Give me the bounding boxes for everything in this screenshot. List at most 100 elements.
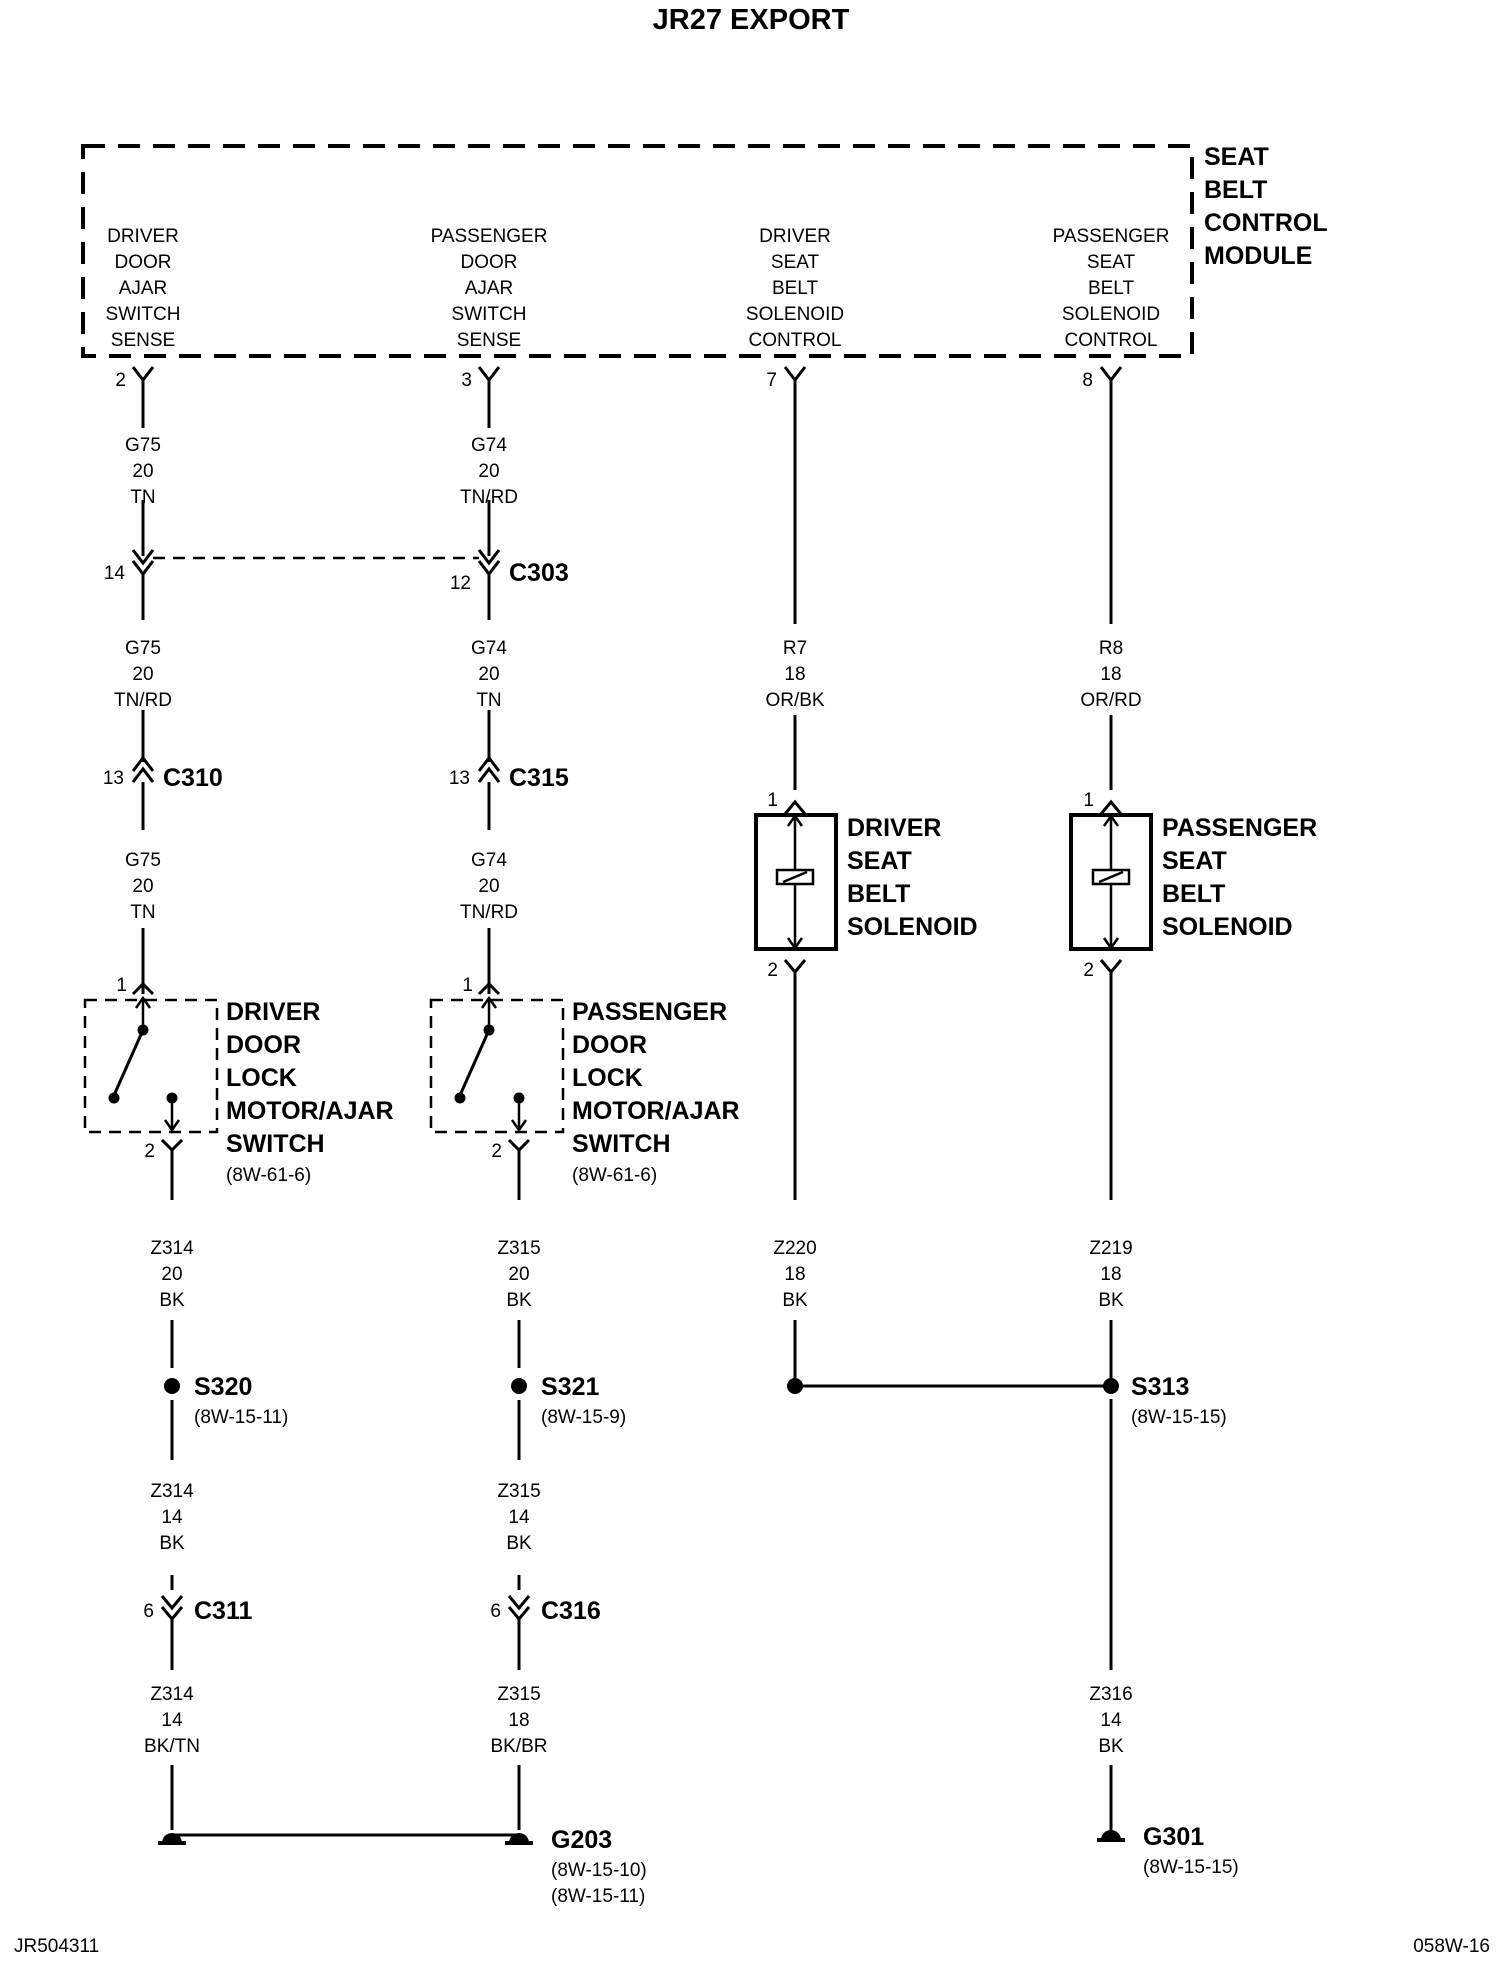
module-pin-8: 8 bbox=[1082, 366, 1123, 391]
pin-label-line: AJAR bbox=[119, 278, 168, 299]
wire-code: R7 bbox=[783, 638, 807, 659]
wire-code: Z219 bbox=[1089, 1238, 1132, 1259]
wire-label-r8: R8 18 OR/RD bbox=[1080, 638, 1141, 711]
ground-label: G203 bbox=[551, 1826, 612, 1854]
switch-pin: 2 bbox=[144, 1141, 155, 1162]
wire-gauge: 18 bbox=[508, 1710, 529, 1731]
wire-label-z315-a: Z315 20 BK bbox=[497, 1238, 540, 1311]
wire-label-g75-top: G75 20 TN bbox=[125, 435, 161, 508]
pin-label-line: DOOR bbox=[461, 252, 518, 273]
pin-label-line: DRIVER bbox=[759, 226, 831, 247]
pin-label-line: SWITCH bbox=[106, 304, 181, 325]
wire-label-r7: R7 18 OR/BK bbox=[765, 638, 824, 711]
switch-name-line: LOCK bbox=[572, 1064, 643, 1092]
connector-pin: 13 bbox=[449, 768, 470, 789]
solenoid-pin: 1 bbox=[767, 790, 778, 811]
wire-color: BK bbox=[1098, 1290, 1124, 1311]
solenoid-name-line: SEAT bbox=[1162, 847, 1227, 875]
wire-color: BK bbox=[1098, 1736, 1124, 1757]
wire-code: Z314 bbox=[150, 1684, 194, 1705]
wire-lines bbox=[141, 380, 1113, 1837]
switch-pin: 2 bbox=[491, 1141, 502, 1162]
driver-door-lock-motor-ajar-switch: 1 2 DRIVER DOOR LOCK MOTOR/AJAR SWITCH (… bbox=[83, 928, 394, 1186]
wire-color: BK bbox=[159, 1533, 185, 1554]
connector-pin: 13 bbox=[103, 768, 124, 789]
passenger-door-lock-motor-ajar-switch: 1 2 PASSENGER DOOR LOCK MOTOR/AJAR SWITC… bbox=[429, 928, 740, 1186]
ground-ref: (8W-15-11) bbox=[551, 1886, 645, 1907]
switch-ref: (8W-61-6) bbox=[572, 1165, 657, 1186]
connector-pin: 6 bbox=[490, 1601, 501, 1622]
solenoid-name-line: PASSENGER bbox=[1162, 814, 1317, 842]
wire-gauge: 20 bbox=[161, 1264, 182, 1285]
wire-color: TN bbox=[476, 690, 501, 711]
connector-c315: 13 C315 bbox=[449, 718, 569, 830]
connector-label: C315 bbox=[509, 764, 569, 792]
wire-gauge: 18 bbox=[784, 664, 805, 685]
switch-pin: 1 bbox=[462, 975, 473, 996]
module-name-line: BELT bbox=[1204, 176, 1267, 204]
wire-gauge: 14 bbox=[161, 1710, 183, 1731]
pin-label-line: SENSE bbox=[457, 330, 521, 351]
module-pin-7: 7 bbox=[766, 366, 807, 391]
wire-gauge: 18 bbox=[1100, 1264, 1121, 1285]
solenoid-pin: 2 bbox=[1083, 960, 1094, 981]
pin-label-line: DRIVER bbox=[107, 226, 179, 247]
ground-g301: G301 (8W-15-15) bbox=[1097, 1823, 1239, 1878]
switch-name-line: PASSENGER bbox=[572, 998, 727, 1026]
pin-label-line: SENSE bbox=[111, 330, 175, 351]
wire-color: OR/BK bbox=[765, 690, 824, 711]
wire-label-z314-a: Z314 20 BK bbox=[150, 1238, 194, 1311]
pin-label-line: PASSENGER bbox=[1053, 226, 1170, 247]
solenoid-name-line: DRIVER bbox=[847, 814, 941, 842]
switch-pin: 1 bbox=[116, 975, 127, 996]
splice-dot bbox=[511, 1378, 527, 1394]
connector-label: C303 bbox=[509, 559, 569, 587]
wire-label-z220: Z220 18 BK bbox=[773, 1238, 816, 1311]
pin-number: 7 bbox=[766, 370, 777, 391]
wire-color: BK bbox=[159, 1290, 185, 1311]
connector-c316: 6 C316 bbox=[490, 1595, 601, 1630]
ground-ref: (8W-15-15) bbox=[1143, 1857, 1239, 1878]
module-name-line: SEAT bbox=[1204, 143, 1269, 171]
pin-number: 3 bbox=[461, 370, 472, 391]
splice-dot bbox=[164, 1378, 180, 1394]
wire-color: BK/BR bbox=[490, 1736, 547, 1757]
switch-name-line: LOCK bbox=[226, 1064, 297, 1092]
switch-outline bbox=[83, 998, 219, 1134]
switch-contact bbox=[108, 1092, 120, 1104]
switch-name-line: DOOR bbox=[226, 1031, 301, 1059]
module-name-line: MODULE bbox=[1204, 242, 1312, 270]
splice-ref: (8W-15-11) bbox=[194, 1407, 288, 1428]
module-pin-label-passenger-door-ajar: PASSENGER DOOR AJAR SWITCH SENSE bbox=[431, 226, 548, 351]
wire-color: TN bbox=[130, 902, 155, 923]
connector-pin: 14 bbox=[104, 563, 126, 584]
wire-gauge: 18 bbox=[784, 1264, 805, 1285]
wire-gauge: 20 bbox=[478, 461, 499, 482]
wire-label-z315-c: Z315 18 BK/BR bbox=[490, 1684, 547, 1757]
solenoid-name-line: BELT bbox=[1162, 880, 1225, 908]
switch-name-line: DOOR bbox=[572, 1031, 647, 1059]
switch-name-line: SWITCH bbox=[572, 1130, 671, 1158]
splice-s320: S320 (8W-15-11) bbox=[164, 1373, 288, 1428]
wire-color: TN/RD bbox=[460, 487, 518, 508]
switch-contact bbox=[454, 1092, 466, 1104]
wire-label-z314-b: Z314 14 BK bbox=[150, 1481, 194, 1554]
solenoid-name-line: SOLENOID bbox=[1162, 913, 1293, 941]
connector-c303: 14 12 C303 bbox=[104, 549, 569, 620]
page-reference: 058W-16 bbox=[1413, 1936, 1490, 1957]
switch-name-line: DRIVER bbox=[226, 998, 320, 1026]
ground-icon bbox=[509, 1833, 529, 1843]
module-pin-label-passenger-solenoid: PASSENGER SEAT BELT SOLENOID CONTROL bbox=[1053, 226, 1170, 351]
seat-belt-control-module: SEAT BELT CONTROL MODULE DRIVER DOOR AJA… bbox=[81, 143, 1328, 391]
wire-label-g74-low: G74 20 TN/RD bbox=[460, 850, 518, 923]
module-pin-label-driver-door-ajar: DRIVER DOOR AJAR SWITCH SENSE bbox=[106, 226, 181, 351]
connector-label: C316 bbox=[541, 1597, 601, 1625]
splice-dot bbox=[787, 1378, 803, 1394]
wire-color: BK bbox=[506, 1290, 532, 1311]
pin-number: 8 bbox=[1082, 370, 1093, 391]
wire-gauge: 20 bbox=[132, 876, 153, 897]
splice-s313: S313 (8W-15-15) bbox=[787, 1373, 1227, 1428]
wire-label-g74-mid: G74 20 TN bbox=[471, 638, 507, 711]
pin-label-line: CONTROL bbox=[1065, 330, 1158, 351]
